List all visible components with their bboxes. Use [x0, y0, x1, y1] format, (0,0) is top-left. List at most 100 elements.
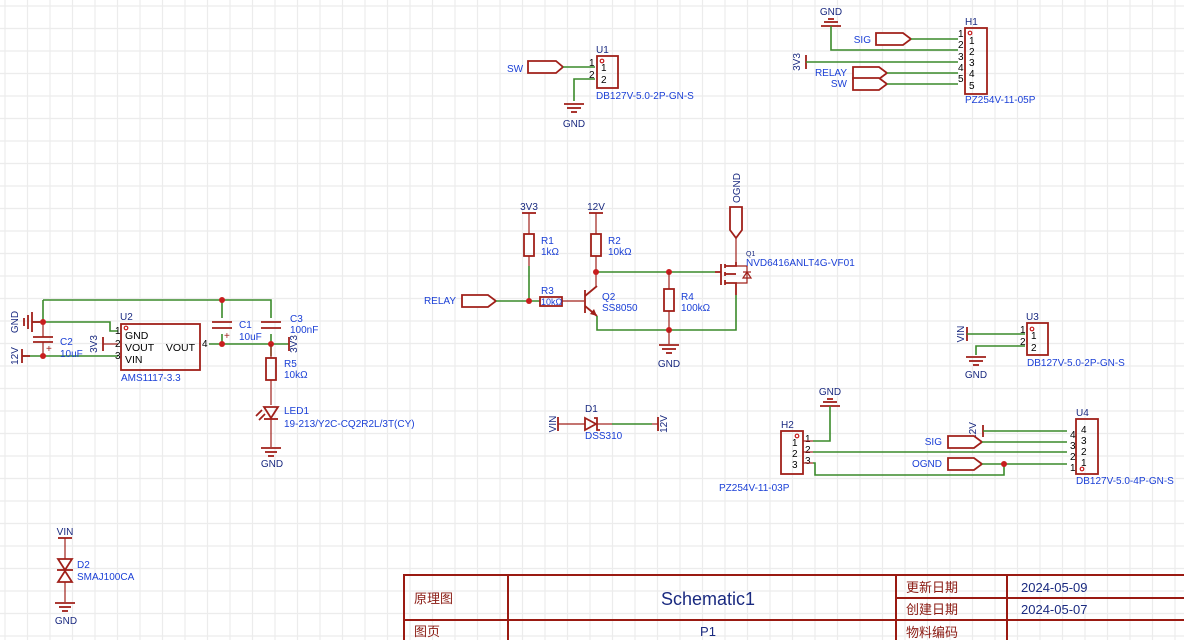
power-port-12v: 12V — [10, 347, 30, 365]
d1-ref: D1 — [585, 404, 598, 415]
r3-value: 10kΩ — [541, 297, 563, 307]
pin-name: VIN — [125, 354, 143, 366]
pin-number: 1 — [589, 58, 595, 69]
c1-value: 10uF — [239, 332, 262, 343]
d1-value: DSS310 — [585, 431, 623, 442]
r2-value: 10kΩ — [608, 247, 632, 258]
pin-name: VOUT — [166, 342, 196, 354]
connector-u1[interactable]: U1 1 2 1 2 DB127V-5.0-2P-GN-S — [589, 45, 694, 102]
pin-number: 1 — [958, 29, 964, 40]
pin-number: 2 — [1070, 452, 1076, 463]
junction — [219, 297, 225, 303]
net-label-gnd: GND — [658, 359, 680, 370]
net-label-sw: SW — [507, 64, 524, 75]
pin-number: 3 — [805, 456, 811, 467]
c3-value: 100nF — [290, 325, 318, 336]
connector-u3[interactable]: U3 1 2 1 2 DB127V-5.0-2P-GN-S — [1020, 312, 1125, 369]
mosfet-q1[interactable]: Q1 NVD6416ANLT4G-VF01 — [715, 251, 855, 295]
pin-number: 1 — [115, 326, 121, 337]
wire — [830, 26, 958, 51]
page-value: P1 — [700, 624, 716, 639]
h1-value: PZ254V-11-05P — [965, 95, 1036, 106]
pin-number: 2 — [1031, 343, 1037, 354]
capacitor-c1: + C1 10uF — [212, 320, 262, 343]
junction — [40, 319, 46, 325]
connector-u1-section: SW GND U1 1 2 1 2 DB127V-5.0-2P-GN-S — [507, 45, 694, 130]
wire — [975, 345, 1025, 355]
connector-u3-section: VIN GND U3 1 2 1 2 DB127V-5.0-2P-GN-S — [956, 312, 1125, 381]
power-port-3v3: 3V3 — [89, 335, 104, 353]
updated-date-value: 2024-05-09 — [1021, 580, 1088, 595]
h2-u4-section: GND H2 1 2 3 1 2 3 PZ254V-11-03P 12V SIG — [719, 387, 1174, 494]
junction — [526, 298, 532, 304]
net-label-gnd: GND — [965, 370, 987, 381]
net-label-ognd: OGND — [912, 459, 942, 470]
pin-number: 5 — [958, 74, 964, 85]
net-label-gnd: GND — [261, 459, 283, 470]
c1-ref: C1 — [239, 320, 252, 331]
net-label-3v3: 3V3 — [289, 335, 300, 353]
pin-number: 1 — [969, 36, 975, 47]
net-port-sw[interactable] — [527, 60, 565, 74]
diode-d1-section: VIN 12V D1 DSS310 — [548, 404, 670, 442]
pin-number: 3 — [1070, 441, 1076, 452]
u2-ref: U2 — [120, 312, 133, 323]
r4-value: 100kΩ — [681, 303, 711, 314]
transistor-q2[interactable]: Q2 SS8050 — [584, 285, 638, 317]
net-port-relay[interactable] — [852, 66, 889, 80]
created-date-value: 2024-05-07 — [1021, 602, 1088, 617]
pin-number: 2 — [958, 40, 964, 51]
wire — [32, 321, 118, 332]
q1-value: NVD6416ANLT4G-VF01 — [746, 258, 855, 269]
capacitor-c3: C3 100nF — [261, 314, 318, 336]
net-port-relay[interactable] — [461, 294, 498, 308]
pin-number: 4 — [202, 339, 208, 350]
pin-number: 1 — [792, 438, 798, 449]
ic-u2[interactable]: U2 1 2 3 4 GND VOUT VIN VOUT AMS1117-3.3 — [115, 312, 208, 384]
net-label-vin: VIN — [57, 527, 74, 538]
pin-number: 2 — [805, 445, 811, 456]
pin-number: 1 — [601, 63, 607, 74]
q1-ref: Q1 — [746, 251, 755, 258]
header-h1[interactable]: H1 1 2 3 4 5 1 2 3 4 5 PZ254V-11-05P — [958, 17, 1036, 106]
d2-value: SMAJ100CA — [77, 572, 135, 583]
created-date-label: 创建日期 — [906, 602, 958, 617]
h2-ref: H2 — [781, 420, 794, 431]
net-port-sw[interactable] — [852, 77, 889, 91]
r4-ref: R4 — [681, 292, 694, 303]
pin-number: 1 — [1081, 458, 1087, 469]
net-label-3v3: 3V3 — [792, 53, 803, 71]
connector-u4[interactable]: U4 4 3 2 1 4 3 2 1 DB127V-5.0-4P-GN-S — [1070, 408, 1174, 487]
gnd-symbol: GND — [10, 311, 40, 333]
net-port-sig[interactable] — [875, 32, 913, 46]
net-label-relay: RELAY — [815, 68, 847, 79]
pin-number: 5 — [969, 81, 975, 92]
net-port-ognd[interactable] — [729, 206, 743, 240]
net-label-3v3: 3V3 — [89, 335, 100, 353]
net-label-12v: 12V — [968, 422, 979, 440]
u1-ref: U1 — [596, 45, 609, 56]
gnd-symbol: GND — [261, 447, 283, 470]
r2-ref: R2 — [608, 236, 621, 247]
h1-ref: H1 — [965, 17, 978, 28]
net-label-12v: 12V — [587, 202, 605, 213]
svg-text:+: + — [46, 344, 52, 355]
pin-number: 2 — [969, 47, 975, 58]
net-label-gnd: GND — [819, 387, 841, 398]
q2-value: SS8050 — [602, 303, 638, 314]
r3-ref: R3 — [541, 286, 554, 297]
wire — [813, 406, 831, 442]
u3-ref: U3 — [1026, 312, 1039, 323]
header-h1-section: GND SIG 3V3 RELAY SW H1 1 2 3 4 5 1 2 3 … — [792, 7, 1036, 106]
wire — [573, 78, 595, 101]
d2-ref: D2 — [77, 560, 90, 571]
h2-value: PZ254V-11-03P — [719, 483, 790, 494]
net-port-ognd[interactable] — [947, 457, 984, 471]
pin-number: 2 — [115, 339, 121, 350]
header-h2[interactable]: H2 1 2 3 1 2 3 PZ254V-11-03P — [719, 420, 811, 494]
net-port-sig[interactable] — [947, 435, 984, 449]
pin-name: VOUT — [125, 342, 155, 354]
part-code-label: 物料编码 — [906, 625, 958, 640]
